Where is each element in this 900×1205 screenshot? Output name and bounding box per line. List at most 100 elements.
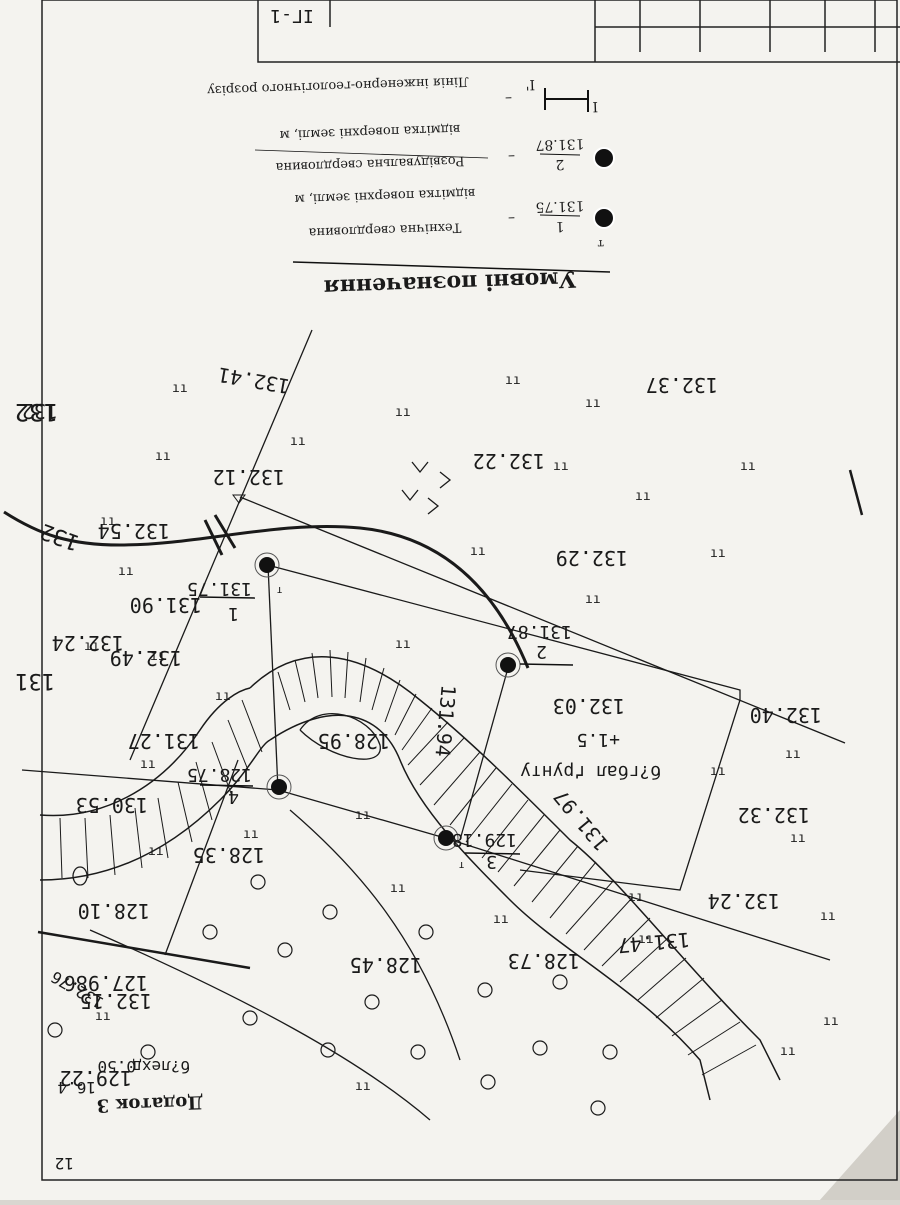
svg-text:ıı: ıı bbox=[505, 373, 521, 388]
map-linework bbox=[3, 329, 864, 1121]
legend-item1-number: 1 bbox=[555, 218, 564, 234]
svg-text:ıı: ıı bbox=[638, 932, 654, 947]
borehole-4-icon[interactable] bbox=[271, 779, 287, 795]
elev-label: 132.12 bbox=[213, 465, 285, 489]
svg-text:ıı: ıı bbox=[585, 592, 601, 607]
slope-hachures bbox=[59, 649, 757, 1076]
sheet-code: ІГ-1 bbox=[270, 5, 313, 26]
svg-text:ıı: ıı bbox=[823, 1014, 839, 1029]
svg-text:ıı: ıı bbox=[390, 881, 406, 896]
legend-item1-elev: 131.75 bbox=[535, 197, 585, 215]
svg-text:ıı: ıı bbox=[585, 396, 601, 411]
elev-label: 128.35 bbox=[193, 843, 265, 867]
slope-top bbox=[249, 656, 781, 1081]
section-line-c bbox=[259, 562, 741, 891]
elev-label: 132.15 bbox=[80, 989, 152, 1013]
terrain-circles bbox=[47, 874, 618, 1116]
svg-text:ıı: ıı bbox=[355, 1079, 371, 1094]
contour-label-131: 131 bbox=[15, 668, 55, 693]
svg-text:ıı: ıı bbox=[710, 764, 726, 779]
legend-item2-number: 2 bbox=[555, 156, 564, 172]
elev-label: 128.95 bbox=[318, 729, 390, 753]
svg-text:ıı: ıı bbox=[553, 459, 569, 474]
elev-label: 132.29 bbox=[556, 546, 628, 570]
elev-label: 132.49 bbox=[110, 646, 182, 670]
contour-line-132 bbox=[3, 510, 530, 669]
grass-marks: ıı ıı ıı ıı ıı ıı ıı ıı ıı ıı ıı ıı ıı ıı ıı ıı ıı ı… bbox=[84, 373, 839, 1094]
legend-item2-dash: – bbox=[508, 148, 516, 164]
elev-label: 128.45 bbox=[350, 953, 422, 977]
page-number: 12 bbox=[55, 1154, 74, 1173]
svg-text:ıı: ıı bbox=[100, 514, 116, 529]
contour-line-tick bbox=[37, 930, 251, 970]
elev-label: 129.22 bbox=[60, 1066, 132, 1090]
borehole-1-icon[interactable] bbox=[259, 557, 275, 573]
svg-text:ıı: ıı bbox=[355, 808, 371, 823]
borehole-symbol-icon bbox=[593, 147, 615, 169]
svg-text:ıı: ıı bbox=[395, 637, 411, 652]
sheet-frame bbox=[41, 0, 898, 1181]
svg-text:ıı: ıı bbox=[215, 689, 231, 704]
table-surface bbox=[820, 1110, 900, 1200]
elev-label: 132.40 bbox=[750, 703, 822, 727]
svg-text:ıı: ıı bbox=[493, 912, 509, 927]
legend-item1-dash: – bbox=[508, 210, 516, 226]
elev-label: 132.54 bbox=[98, 519, 170, 543]
elev-label: 131.27 bbox=[128, 729, 200, 753]
svg-text:ıı: ıı bbox=[740, 459, 756, 474]
svg-text:ıı: ıı bbox=[820, 909, 836, 924]
legend-item2-elev: 131.87 bbox=[535, 135, 585, 153]
legend-item1-text2: відмітка поверхні землі, м bbox=[294, 185, 475, 206]
svg-text:ıı: ıı bbox=[148, 844, 164, 859]
svg-text:ıı: ıı bbox=[150, 649, 166, 664]
legend: Умовні позначення т 1 131.75 – Технічна … bbox=[206, 73, 615, 300]
svg-text:ıı: ıı bbox=[395, 405, 411, 420]
svg-text:ıı: ıı bbox=[790, 831, 806, 846]
section-line-a bbox=[129, 329, 313, 761]
svg-text:ıı: ıı bbox=[785, 747, 801, 762]
elev-label: 127.986 bbox=[64, 971, 148, 995]
appendix-label: Додаток 3 bbox=[96, 1091, 203, 1116]
elev-label: 132 bbox=[22, 399, 58, 423]
elev-label: 131.90 bbox=[130, 593, 202, 617]
elev-label: 128.10 bbox=[78, 899, 150, 923]
svg-text:ıı: ıı bbox=[780, 1044, 796, 1059]
borehole-3-icon[interactable] bbox=[438, 830, 454, 846]
borehole-1-elev: 131.75 bbox=[187, 578, 252, 599]
elev-label: 130.53 bbox=[76, 793, 148, 817]
boreholes: 1 131.75 т 2 131.87 4 128.75 3 129.18 т bbox=[187, 552, 574, 872]
borehole-symbol-icon bbox=[593, 207, 615, 229]
section-line-icon bbox=[544, 88, 589, 112]
svg-text:ıı: ıı bbox=[84, 639, 100, 654]
borehole-1-type: т bbox=[276, 584, 283, 597]
tree-icon bbox=[72, 866, 88, 886]
title-block: ІГ-1 bbox=[257, 0, 900, 63]
legend-item2-text2: відмітка поверхні землі, м bbox=[279, 121, 460, 142]
elev-label: 128.73 bbox=[508, 949, 580, 973]
legend-item2-text1: Розвідувальна свердловина bbox=[275, 153, 465, 175]
slope-bottom bbox=[269, 714, 711, 1101]
arrow-marks bbox=[401, 461, 452, 515]
road-edge-2 bbox=[89, 929, 431, 1121]
borehole-2-icon[interactable] bbox=[500, 657, 516, 673]
ditch-length: 16.4 bbox=[57, 1078, 96, 1097]
borehole-4-elev: 128.75 bbox=[187, 764, 252, 785]
ditch-label: б?лехд bbox=[132, 1057, 190, 1076]
borehole-1-number: 1 bbox=[228, 603, 239, 624]
borehole-3-elev: 129.18 bbox=[452, 829, 517, 850]
elev-label: 132.37 bbox=[646, 373, 718, 397]
svg-text:ıı: ıı bbox=[635, 489, 651, 504]
elev-label: 132.32 bbox=[738, 803, 810, 827]
svg-text:ıı: ıı bbox=[290, 434, 306, 449]
spoil-pile-height: +1.5 bbox=[577, 729, 620, 750]
legend-item3-left: І bbox=[592, 98, 598, 114]
contour-label-132-edge: 132 bbox=[15, 398, 58, 426]
legend-item3-right: І' bbox=[525, 76, 535, 92]
ditch-depth: 0.50 bbox=[97, 1057, 136, 1076]
contour-line-132-right bbox=[848, 469, 864, 516]
svg-text:ıı: ıı bbox=[628, 890, 644, 905]
svg-text:ıı: ıı bbox=[155, 449, 171, 464]
